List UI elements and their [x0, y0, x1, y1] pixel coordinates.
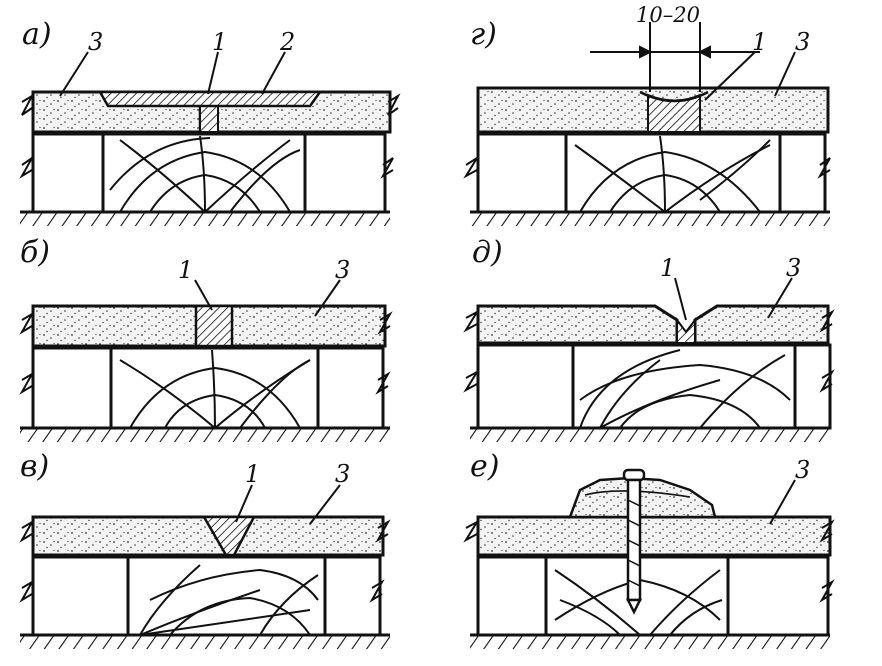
callout-3: 3 [335, 256, 350, 284]
panel-letter-a: а) [22, 17, 52, 52]
base-row [476, 132, 827, 214]
cover-strip-2 [97, 90, 323, 108]
leader-lines [769, 479, 796, 525]
break-marks [463, 157, 831, 179]
leader-lines [194, 279, 341, 317]
callout-1: 1 [245, 460, 260, 488]
panel-letter-b: б) [20, 235, 50, 270]
panel-v: в) 1 3 [19, 449, 391, 649]
board-layer-3 [476, 515, 832, 557]
callout-1: 1 [178, 256, 193, 284]
wood-grain [579, 349, 791, 429]
board-layer-3 [31, 515, 385, 557]
break-marks [463, 309, 835, 393]
base-row [31, 346, 385, 430]
callout-3: 3 [795, 28, 810, 56]
base-row [476, 343, 832, 430]
ground-hatch [470, 426, 830, 442]
dimension-10-20 [590, 22, 760, 92]
panel-letter-g: г) [470, 17, 497, 52]
ground-hatch [20, 426, 390, 442]
callout-3: 3 [795, 456, 810, 484]
dimension-label: 10–20 [636, 3, 700, 27]
callout-1: 1 [752, 28, 767, 56]
break-marks [19, 93, 401, 179]
callout-3: 3 [88, 28, 103, 56]
break-marks [463, 519, 835, 603]
base-row [31, 555, 382, 637]
panel-letter-v: в) [20, 449, 49, 484]
base-row [31, 132, 387, 214]
base-row [476, 555, 830, 637]
leader-lines [235, 484, 341, 525]
ground-hatch [470, 210, 830, 226]
panel-e: е) 3 [463, 449, 835, 649]
panel-letter-d: д) [472, 235, 503, 270]
leader-lines [674, 277, 793, 321]
ground-hatch [470, 633, 830, 649]
panel-d: д) 1 3 [463, 235, 835, 442]
wood-grain [109, 135, 301, 213]
ground-hatch [20, 633, 390, 649]
callout-1: 1 [212, 28, 227, 56]
leader-lines [704, 51, 796, 101]
screw-fastener [622, 468, 646, 615]
panel-b: б) 1 3 [19, 235, 393, 442]
wood-grain [119, 349, 311, 429]
wood-grain [139, 564, 319, 636]
ground-hatch [20, 210, 390, 226]
panel-g: г) 10–20 1 3 [463, 3, 831, 226]
break-marks [19, 519, 391, 603]
board-layer-3 [476, 86, 830, 134]
callout-2: 2 [279, 28, 295, 56]
cover-patch [568, 476, 717, 519]
board-layer-3 [31, 304, 387, 348]
callout-1: 1 [660, 254, 675, 282]
wood-grain [574, 135, 771, 213]
leader-lines [59, 51, 286, 97]
board-layer-3 [476, 304, 830, 345]
callout-3: 3 [786, 254, 801, 282]
panel-a: а) 3 1 2 [19, 17, 401, 226]
callout-3: 3 [335, 460, 350, 488]
break-marks [19, 311, 393, 395]
panel-letter-e: е) [470, 449, 499, 484]
